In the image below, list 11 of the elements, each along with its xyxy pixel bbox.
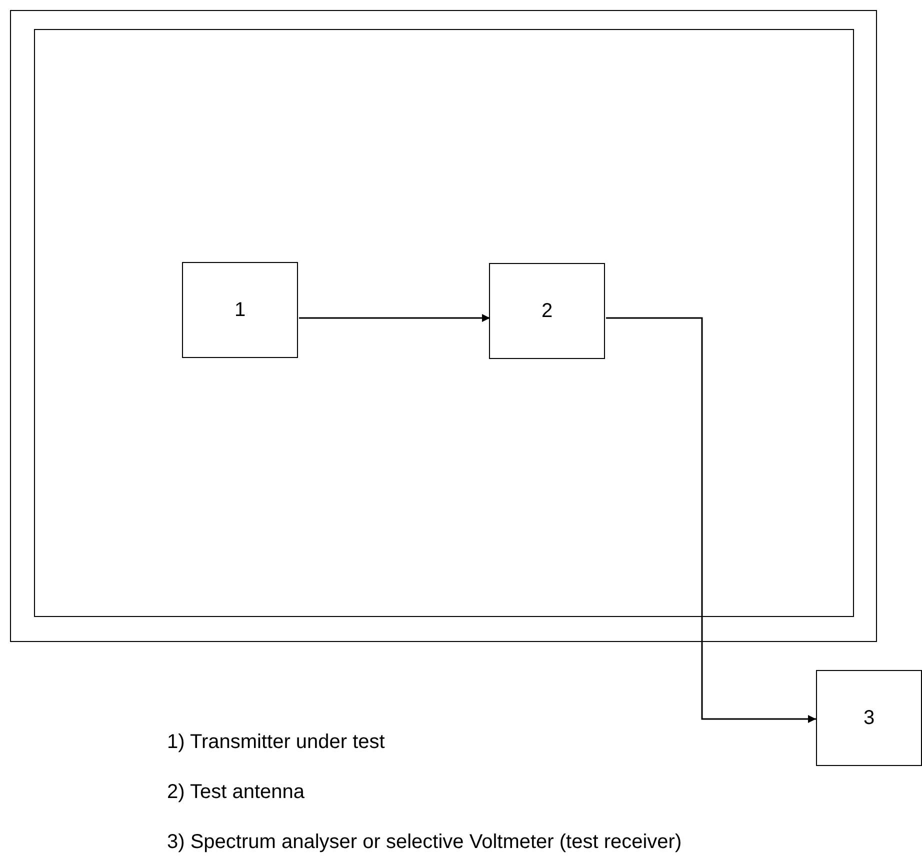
legend-note: 1) Transmitter under test [167, 730, 385, 754]
receiver-box [816, 670, 922, 766]
box-number: 3 [863, 706, 875, 730]
legend-note: 2) Test antenna [167, 780, 305, 804]
box-number: 2 [541, 300, 553, 322]
arrow [606, 317, 816, 723]
antenna-box [489, 263, 605, 359]
box-number: 1 [234, 298, 246, 322]
transmitter-box [182, 262, 298, 358]
legend-note: 3) Spectrum analyser or selective Voltmeter (test receiver) [167, 830, 682, 854]
arrow [299, 314, 490, 322]
